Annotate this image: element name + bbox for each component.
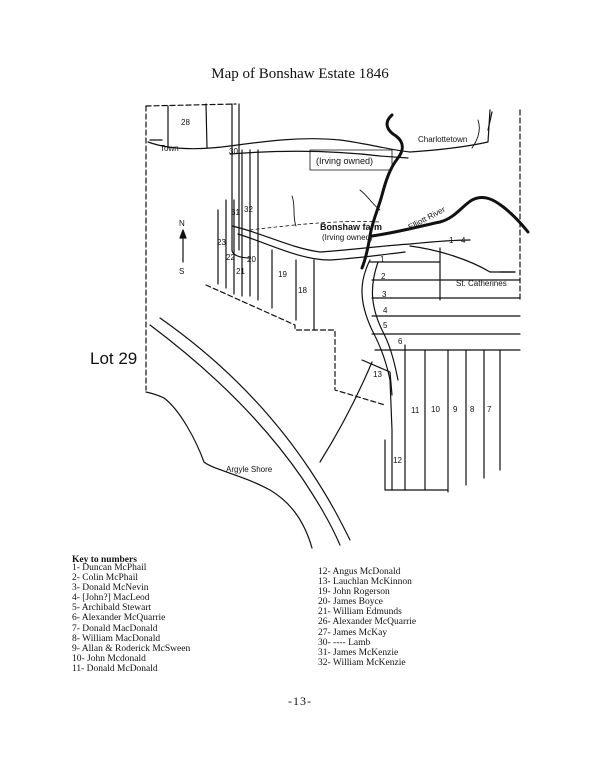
lot-28-lines (167, 103, 208, 149)
label-north: N (179, 219, 185, 228)
key-entry: 21- William Edmunds (318, 607, 402, 618)
lot-number: 8 (470, 405, 475, 414)
lot-number: 30 (229, 147, 238, 156)
label-irving-owned-farm: (Irving owned) (322, 233, 373, 242)
label-argyle-shore: Argyle Shore (226, 465, 273, 474)
label-irving-owned: (Irving owned) (316, 156, 373, 166)
lot-number: 19 (278, 270, 287, 279)
stream (471, 119, 480, 149)
bonshaw-road-edge (237, 233, 406, 261)
lot-number: 28 (181, 118, 190, 127)
lot-number: 5 (383, 321, 388, 330)
arrow-charlottetown (487, 111, 493, 131)
estate-map: Town Charlottetown (Irving owned) Bonsha… (90, 103, 530, 549)
estate-boundary-top (145, 103, 237, 107)
label-south: S (179, 267, 184, 276)
lot-number: 11 (411, 406, 420, 415)
page-title: Map of Bonshaw Estate 1846 (211, 66, 389, 82)
key-entry: 13- Lauchlan McKinnon (318, 577, 412, 588)
key-list-left: 1- Duncan McPhail 2- Colin McPhail 3- Do… (72, 563, 190, 674)
lots-1-6 (369, 261, 521, 351)
estate-boundary-south (205, 284, 386, 406)
label-st-catherines: St. Catherines (456, 279, 507, 288)
lot-number: 1 (380, 255, 385, 264)
bonshaw-road (231, 225, 471, 253)
stream (359, 189, 381, 211)
key-heading: Key to numbers (72, 555, 137, 565)
lot-number: 4 (461, 236, 466, 245)
key-entry: 26- Alexander McQuarrie (318, 617, 417, 628)
page-number: -13- (288, 694, 312, 708)
lot-number: 20 (247, 255, 256, 264)
lot-lines-west (217, 149, 315, 331)
key-list-right: 12- Angus McDonald 13- Lauchlan McKinnon… (318, 567, 416, 668)
west-road (231, 103, 251, 259)
road-to-river (319, 361, 373, 463)
river-upper (360, 113, 404, 270)
lot-number: 1 (449, 236, 454, 245)
key-entry: 31- James McKenzie (318, 647, 399, 658)
lot-number: 13 (373, 370, 382, 379)
key-entry: 11- Donald McDonald (72, 663, 158, 674)
lot-number: 7 (487, 405, 492, 414)
main-road-south-edge (229, 150, 409, 159)
key-entry: 3- Donald McNevin (72, 583, 149, 594)
lots-7-11 (404, 344, 501, 493)
key-entry: 10- John Mcdonald (72, 653, 146, 664)
north-arrow-head (179, 229, 187, 239)
key-entry: 4- [John?] MacLeod (72, 593, 150, 604)
key-entry: 8- William MacDonald (72, 633, 161, 644)
key-entry: 19- John Rogerson (318, 587, 390, 598)
key-entry: 9- Allan & Roderick McSween (72, 643, 191, 654)
coastline-north (145, 391, 165, 399)
coastline (163, 397, 313, 549)
farm-dashed-line (249, 221, 381, 231)
lot-number: 6 (398, 337, 403, 346)
st-catherines-road (409, 245, 516, 273)
shore-road (159, 317, 351, 541)
stream (291, 195, 297, 227)
river-elliott (370, 196, 530, 238)
label-town: Town (160, 144, 179, 153)
key-entry: 1- Duncan McPhail (72, 563, 147, 573)
lot-number: 22 (226, 253, 235, 262)
key-entry: 32- William McKenzie (318, 657, 406, 668)
main-road (147, 109, 491, 153)
label-bonshaw-farm: Bonshaw farm (320, 222, 382, 232)
center-road (361, 259, 393, 491)
lot-number: 23 (217, 238, 226, 247)
label-lot-29: Lot 29 (90, 349, 137, 368)
lot-number: 32 (244, 205, 253, 214)
key-entry: 20- James Boyce (318, 597, 383, 608)
label-charlottetown: Charlottetown (418, 135, 467, 144)
key-entry: 30- ---- Lamb (318, 637, 371, 648)
lot-12 (384, 439, 406, 491)
lot-number: 2 (381, 272, 386, 281)
lot-number: 31 (231, 208, 240, 217)
label-elliott-river: Elliott River (407, 205, 447, 232)
lot-number: 18 (298, 286, 307, 295)
lot-number: 12 (393, 456, 402, 465)
key-entry: 6- Alexander McQuarrie (72, 613, 166, 624)
lot-number: 10 (431, 405, 440, 414)
key-entry: 12- Angus McDonald (318, 567, 401, 577)
key-entry: 7- Donald MacDonald (72, 623, 158, 634)
lot-number: 4 (383, 306, 388, 315)
key-entry: 27- James McKay (318, 627, 388, 638)
shore-road-edge (149, 324, 341, 546)
center-road-edge (371, 261, 399, 381)
lot-number: 9 (453, 405, 458, 414)
lot-number: 21 (236, 267, 245, 276)
lot-number: 3 (382, 290, 387, 299)
key-entry: 5- Archibald Stewart (72, 603, 152, 614)
key-entry: 2- Colin McPhail (72, 573, 138, 584)
